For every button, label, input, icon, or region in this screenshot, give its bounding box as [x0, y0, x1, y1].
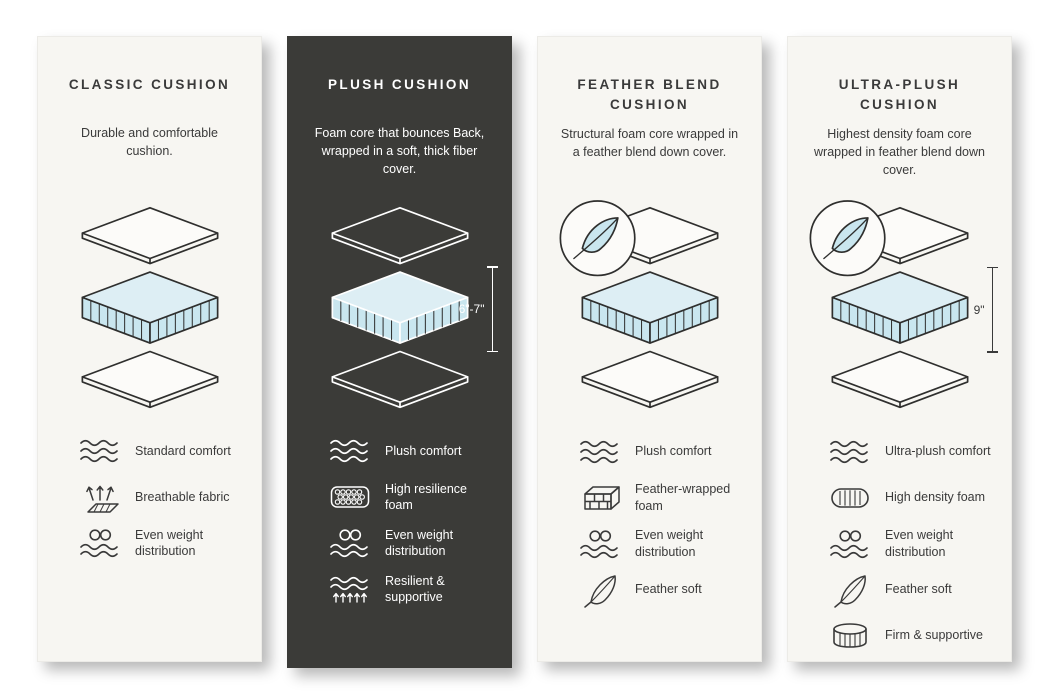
feature-label: Breathable fabric [135, 489, 230, 504]
feature-list: Standard comfort Breathable fabric Even … [56, 433, 243, 561]
feature-row: Feather soft [828, 572, 993, 608]
height-label: 6"-7" [458, 302, 485, 316]
feature-row: Ultra-plush comfort [828, 434, 993, 470]
foam-cells-icon [328, 479, 372, 515]
card-title: PLUSH CUSHION [328, 77, 471, 92]
height-label: 9" [973, 302, 985, 317]
card-description: Structural foam core wrapped in a feathe… [560, 126, 739, 159]
card-title: ULTRA-PLUSH CUSHION [838, 77, 961, 113]
feature-row: Feather-wrapped foam [578, 480, 743, 516]
feature-label: Resilient & supportive [385, 573, 445, 604]
feature-label: Plush comfort [635, 444, 712, 459]
feature-label: Even weight distribution [385, 527, 454, 558]
waves-icon [78, 433, 122, 469]
even-weight-icon [578, 526, 622, 562]
feature-row: Even weight distribution [828, 526, 993, 562]
feature-row: Even weight distribution [78, 525, 243, 561]
feature-row: Plush comfort [578, 434, 743, 470]
resilient-icon [328, 571, 372, 607]
feature-label: Ultra-plush comfort [885, 444, 991, 459]
card-description: Foam core that bounces Back, wrapped in … [314, 126, 485, 177]
feature-row: Plush comfort [328, 433, 493, 469]
feather-icon [578, 572, 622, 608]
feature-label: Standard comfort [135, 443, 231, 458]
card-feather-blend-cushion: FEATHER BLEND CUSHION Structural foam co… [537, 36, 762, 662]
height-line [487, 266, 497, 352]
feature-list: Plush comfort High resilience foam Even … [306, 433, 493, 607]
feature-row: Resilient & supportive [328, 571, 493, 607]
feature-label: Feather soft [885, 582, 952, 597]
even-weight-icon [328, 525, 372, 561]
feature-label: High density foam [885, 490, 986, 505]
firm-support-icon [828, 618, 872, 654]
card-description: Highest density foam core wrapped in fea… [814, 126, 985, 177]
card-title: CLASSIC CUSHION [68, 77, 231, 92]
feature-row: High density foam [828, 480, 993, 516]
feature-label: Even weight distribution [635, 528, 704, 559]
brick-foam-icon [578, 480, 622, 516]
layered-cushion-feather-diagram [557, 199, 743, 411]
card-description: Durable and comfortable cushion. [81, 126, 218, 159]
height-line [987, 266, 997, 353]
layered-cushion-feather-diagram [807, 199, 993, 411]
feature-list: Ultra-plush comfort High density foam Ev… [806, 434, 993, 654]
card-title: FEATHER BLEND CUSHION [577, 77, 722, 113]
cushion-illustration: 6"-7" [306, 192, 497, 417]
feature-row: Feather soft [578, 572, 743, 608]
cushion-illustration: 9" [806, 193, 997, 418]
height-indicator: 9" [973, 266, 997, 353]
feature-label: High resilience foam [385, 481, 467, 512]
feature-label: Even weight distribution [885, 528, 954, 559]
feature-label: Plush comfort [385, 443, 462, 458]
card-ultra-plush-cushion: ULTRA-PLUSH CUSHION Highest density foam… [787, 36, 1012, 662]
waves-icon [328, 433, 372, 469]
even-weight-icon [78, 525, 122, 561]
feature-row: Even weight distribution [578, 526, 743, 562]
feature-row: High resilience foam [328, 479, 493, 515]
cushion-illustration [56, 192, 243, 417]
card-plush-cushion: PLUSH CUSHION Foam core that bounces Bac… [287, 36, 512, 668]
striped-foam-icon [828, 480, 872, 516]
feature-row: Firm & supportive [828, 618, 993, 654]
feature-row: Even weight distribution [328, 525, 493, 561]
even-weight-icon [828, 526, 872, 562]
feature-label: Even weight distribution [135, 527, 204, 558]
feather-icon [828, 572, 872, 608]
layered-cushion-diagram [57, 199, 243, 411]
height-indicator: 6"-7" [458, 266, 497, 352]
waves-icon [578, 434, 622, 470]
feature-row: Standard comfort [78, 433, 243, 469]
cushion-illustration [556, 193, 743, 418]
feature-label: Feather soft [635, 582, 702, 597]
feature-list: Plush comfort Feather-wrapped foam Even … [556, 434, 743, 608]
waves-icon [828, 434, 872, 470]
card-classic-cushion: CLASSIC CUSHION Durable and comfortable … [37, 36, 262, 662]
feature-row: Breathable fabric [78, 479, 243, 515]
breathable-icon [78, 479, 122, 515]
feature-label: Feather-wrapped foam [635, 482, 731, 513]
feature-label: Firm & supportive [885, 628, 983, 643]
